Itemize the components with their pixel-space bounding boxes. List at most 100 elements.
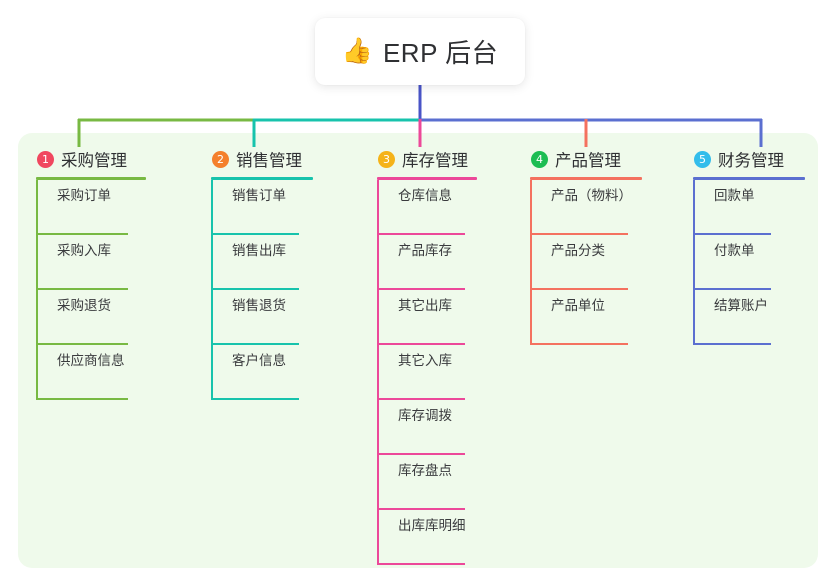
item-label: 销售退货 [232,298,286,313]
column-header-3[interactable]: 3 库存管理 [377,146,477,172]
item-underline [530,343,628,345]
item-spine [377,180,379,235]
column-title-2: 销售管理 [236,152,302,170]
item-spine [693,180,695,235]
column-badge-3: 3 [378,150,395,168]
item-label: 库存调拨 [398,408,452,423]
item-label: 采购退货 [57,298,111,313]
item-underline [211,343,299,345]
list-item[interactable]: 库存盘点 [377,455,477,510]
column-5: 5 财务管理回款单付款单结算账户 [693,146,805,345]
list-item[interactable]: 付款单 [693,235,805,290]
item-underline [36,233,128,235]
item-underline [377,508,465,510]
item-label: 付款单 [714,243,755,258]
list-item[interactable]: 销售出库 [211,235,313,290]
column-badge-5: 5 [694,150,711,168]
column-underline-3 [377,177,477,180]
list-item[interactable]: 结算账户 [693,290,805,345]
item-underline [377,398,465,400]
column-items-3: 仓库信息产品库存其它出库其它入库库存调拨库存盘点出库库明细 [377,180,477,565]
item-underline [377,288,465,290]
list-item[interactable]: 库存调拨 [377,400,477,455]
list-item[interactable]: 销售退货 [211,290,313,345]
item-underline [36,398,128,400]
list-item[interactable]: 销售订单 [211,180,313,235]
item-label: 采购入库 [57,243,111,258]
list-item[interactable]: 回款单 [693,180,805,235]
list-item[interactable]: 其它出库 [377,290,477,345]
item-label: 采购订单 [57,188,111,203]
item-spine [530,235,532,290]
list-item[interactable]: 客户信息 [211,345,313,400]
column-3: 3 库存管理仓库信息产品库存其它出库其它入库库存调拨库存盘点出库库明细 [377,146,477,565]
item-spine [693,290,695,345]
item-underline [377,343,465,345]
root-node[interactable]: 👍 ERP 后台 [315,18,525,85]
item-label: 产品（物料） [551,188,632,203]
item-spine [211,290,213,345]
item-spine [530,180,532,235]
item-underline [377,233,465,235]
item-spine [36,345,38,400]
list-item[interactable]: 出库库明细 [377,510,477,565]
item-underline [377,563,465,565]
item-underline [36,288,128,290]
item-label: 销售订单 [232,188,286,203]
list-item[interactable]: 供应商信息 [36,345,146,400]
item-underline [211,233,299,235]
item-underline [36,343,128,345]
column-items-4: 产品（物料） 产品分类产品单位 [530,180,642,345]
column-title-1: 采购管理 [61,152,127,170]
list-item[interactable]: 采购订单 [36,180,146,235]
root-title: ERP 后台 [382,38,499,68]
column-underline-5 [693,177,805,180]
list-item[interactable]: 产品分类 [530,235,642,290]
item-underline [693,233,771,235]
list-item[interactable]: 产品库存 [377,235,477,290]
item-label: 产品单位 [551,298,605,313]
list-item[interactable]: 产品单位 [530,290,642,345]
item-label: 其它入库 [398,353,452,368]
column-title-4: 产品管理 [555,152,621,170]
item-spine [377,235,379,290]
item-underline [530,288,628,290]
column-underline-4 [530,177,642,180]
item-label: 供应商信息 [57,353,125,368]
list-item[interactable]: 产品（物料） [530,180,642,235]
column-underline-2 [211,177,313,180]
item-label: 回款单 [714,188,755,203]
item-label: 结算账户 [714,298,768,313]
list-item[interactable]: 采购入库 [36,235,146,290]
thumbs-up-icon: 👍 [341,37,373,65]
item-spine [530,290,532,345]
item-underline [530,233,628,235]
item-label: 产品库存 [398,243,452,258]
column-underline-1 [36,177,146,180]
item-label: 销售出库 [232,243,286,258]
list-item[interactable]: 其它入库 [377,345,477,400]
list-item[interactable]: 采购退货 [36,290,146,345]
list-item[interactable]: 仓库信息 [377,180,477,235]
item-label: 客户信息 [232,353,286,368]
item-spine [211,180,213,235]
item-underline [377,453,465,455]
item-label: 其它出库 [398,298,452,313]
item-spine [377,345,379,400]
column-title-3: 库存管理 [402,152,468,170]
item-underline [211,398,299,400]
item-underline [693,343,771,345]
item-spine [377,455,379,510]
column-header-5[interactable]: 5 财务管理 [693,146,805,172]
column-title-5: 财务管理 [718,152,784,170]
item-spine [36,290,38,345]
item-label: 仓库信息 [398,188,452,203]
